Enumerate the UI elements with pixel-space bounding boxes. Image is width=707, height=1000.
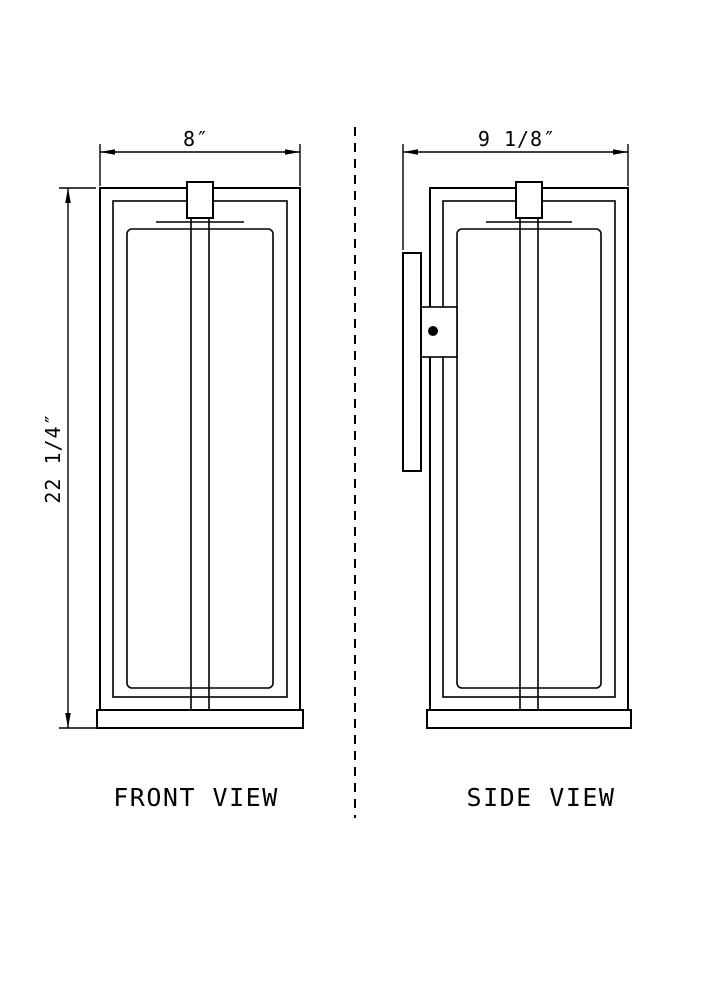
arrowhead-down-icon [65, 713, 71, 728]
outer-frame [429, 187, 629, 711]
base-plate [426, 709, 632, 729]
glass-panel [456, 228, 602, 689]
front-height-dimension: 22 1/4″ [41, 187, 96, 729]
front-width-dimension: 8″ [99, 127, 301, 186]
arrowhead-right-icon [613, 149, 628, 155]
arrowhead-left-icon [403, 149, 418, 155]
front-width-dimension-label: 8″ [183, 127, 209, 151]
mounting-screw-dot [428, 326, 438, 336]
side-view: 9 1/8″ SIDE VIEW [402, 127, 632, 812]
mounting-bracket [420, 306, 458, 358]
inner-frame [442, 200, 616, 698]
base-plate [96, 709, 304, 729]
outer-frame [99, 187, 301, 711]
side-width-dimension-label: 9 1/8″ [478, 127, 556, 151]
arrowhead-up-icon [65, 188, 71, 203]
front-view-label: FRONT VIEW [113, 783, 279, 812]
front-view-fixture [96, 181, 304, 729]
top-tab [515, 181, 543, 219]
front-view: 8″ 22 1/4″ [41, 127, 304, 812]
side-view-label: SIDE VIEW [467, 783, 616, 812]
side-view-fixture [402, 181, 632, 729]
top-tab [186, 181, 214, 219]
wall-plate [402, 252, 422, 472]
arrowhead-right-icon [285, 149, 300, 155]
arrowhead-left-icon [100, 149, 115, 155]
inner-frame [112, 200, 288, 698]
front-height-dimension-label: 22 1/4″ [41, 412, 65, 503]
side-width-dimension: 9 1/8″ [402, 127, 629, 250]
glass-panel [126, 228, 274, 689]
